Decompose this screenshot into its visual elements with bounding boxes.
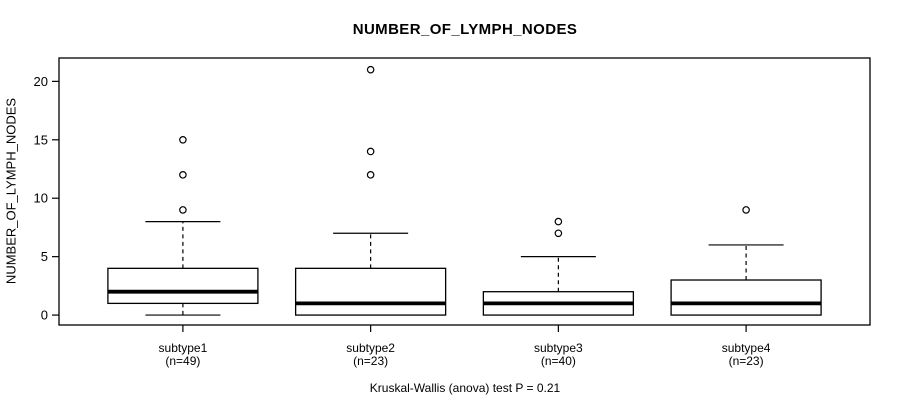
y-tick-label: 15 <box>34 132 48 147</box>
y-tick-label: 10 <box>34 191 48 206</box>
y-tick-label: 5 <box>41 249 48 264</box>
x-category-label: subtype4 <box>722 341 771 355</box>
x-category-count-label: (n=40) <box>541 354 576 368</box>
statistical-test-caption: Kruskal-Wallis (anova) test P = 0.21 <box>369 381 561 395</box>
x-category-label: subtype3 <box>534 341 583 355</box>
y-tick-label: 0 <box>41 308 48 323</box>
x-category-label: subtype2 <box>346 341 395 355</box>
plot-frame <box>58 57 871 326</box>
chart-title: NUMBER_OF_LYMPH_NODES <box>352 21 578 38</box>
outlier-point <box>366 65 375 74</box>
outlier-point <box>554 217 563 226</box>
y-tick-label: 20 <box>34 74 48 89</box>
iqr-box <box>294 267 447 316</box>
x-category-count-label: (n=23) <box>729 354 764 368</box>
outlier-point <box>554 229 563 238</box>
iqr-box <box>107 267 259 305</box>
x-category-count-label: (n=23) <box>353 354 388 368</box>
x-category-count-label: (n=49) <box>165 354 200 368</box>
iqr-box <box>670 279 822 316</box>
outlier-point <box>366 171 375 179</box>
outlier-point <box>742 206 750 214</box>
x-category-label: subtype1 <box>159 341 208 355</box>
outlier-point <box>179 171 187 179</box>
outlier-point <box>366 147 375 156</box>
outlier-point <box>179 135 187 144</box>
outlier-point <box>179 206 187 214</box>
